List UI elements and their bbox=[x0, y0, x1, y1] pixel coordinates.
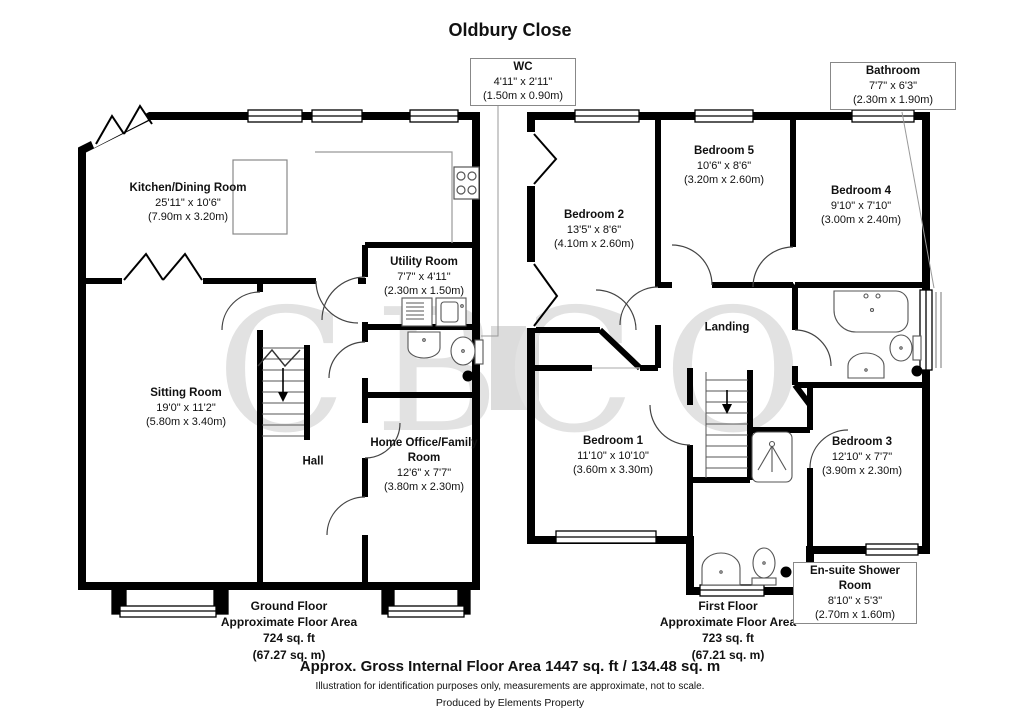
gf-door-arcs bbox=[221, 276, 401, 536]
ground-floor-plan bbox=[78, 102, 499, 618]
home-office-dims-m: (3.80m x 2.30m) bbox=[383, 480, 465, 493]
ff-summary-floor: First Floor bbox=[698, 599, 758, 613]
utility-dims-ft: 7'7" x 4'11" bbox=[397, 271, 451, 284]
ff-ensuite-dot bbox=[780, 566, 792, 578]
total-floor-area: Approx. Gross Internal Floor Area 1447 s… bbox=[299, 658, 721, 675]
bedroom1-dims-m: (3.60m x 3.30m) bbox=[572, 464, 654, 477]
producer-credit: Produced by Elements Property bbox=[435, 697, 585, 709]
bedroom4-dims-ft: 9'10" x 7'10" bbox=[830, 200, 892, 213]
bathroom-label-box: Bathroom 7'7" x 6'3" (2.30m x 1.90m) bbox=[830, 62, 956, 110]
home-office-label: Home Office/Family Room 12'6" x 7'7" (3.… bbox=[368, 436, 480, 494]
utility-name: Utility Room bbox=[390, 256, 458, 269]
sitting-room-label: Sitting Room 19'0" x 11'2" (5.80m x 3.40… bbox=[116, 386, 256, 430]
dining-table-icon bbox=[232, 159, 288, 235]
bathroom-leader-line bbox=[901, 111, 935, 289]
kitchen-counter bbox=[315, 151, 453, 243]
bathroom-name: Bathroom bbox=[865, 65, 921, 77]
first-floor-summary: First Floor Approximate Floor Area 723 s… bbox=[613, 598, 843, 663]
ff-bed2-bays bbox=[526, 132, 559, 328]
bedroom1-dims-ft: 11'10" x 10'10" bbox=[577, 450, 649, 463]
sitting-room-dims-m: (5.80m x 3.40m) bbox=[145, 416, 227, 429]
gf-summary-sqm: (67.27 sq. m) bbox=[252, 647, 326, 662]
disclaimer-text: Illustration for identification purposes… bbox=[315, 681, 705, 692]
ff-bathroom-dot bbox=[911, 365, 923, 377]
ensuite-label-box: En-suite Shower Room 8'10" x 5'3" (2.70m… bbox=[793, 562, 917, 625]
home-office-dims-ft: 12'6" x 7'7" bbox=[396, 466, 452, 479]
bedroom5-dims-ft: 10'6" x 8'6" bbox=[696, 160, 752, 173]
gf-summary-sqft: 724 sq. ft bbox=[262, 631, 316, 646]
bathroom-toilet-icon bbox=[889, 334, 922, 362]
bedroom5-dims-m: (3.20m x 2.60m) bbox=[683, 174, 765, 187]
landing-label: Landing bbox=[687, 321, 767, 336]
wc-name: WC bbox=[513, 61, 533, 73]
ensuite-toilet-icon bbox=[751, 547, 777, 586]
shower-icon bbox=[751, 431, 793, 483]
wc-leader-line bbox=[481, 102, 499, 337]
bath-icon bbox=[833, 290, 909, 333]
bathroom-sink-icon bbox=[847, 352, 885, 379]
utility-label: Utility Room 7'7" x 4'11" (2.30m x 1.50m… bbox=[362, 255, 487, 299]
wc-dims-m: (1.50m x 0.90m) bbox=[482, 90, 564, 103]
bedroom4-name: Bedroom 4 bbox=[830, 185, 892, 198]
bedroom1-label: Bedroom 1 11'10" x 10'10" (3.60m x 3.30m… bbox=[538, 434, 688, 478]
gf-french-door-top bbox=[88, 104, 153, 148]
bedroom3-dims-ft: 12'10" x 7'7" bbox=[831, 451, 893, 464]
bedroom5-name: Bedroom 5 bbox=[693, 145, 755, 158]
gf-dot bbox=[462, 370, 474, 382]
bedroom2-name: Bedroom 2 bbox=[563, 209, 625, 222]
bedroom1-name: Bedroom 1 bbox=[582, 435, 644, 448]
bathroom-dims-m: (2.30m x 1.90m) bbox=[852, 94, 934, 107]
bedroom2-dims-m: (4.10m x 2.60m) bbox=[553, 238, 635, 251]
gf-summary-floor: Ground Floor bbox=[250, 599, 328, 613]
sitting-room-dims-ft: 19'0" x 11'2" bbox=[156, 402, 216, 415]
washing-machine-icon bbox=[401, 297, 433, 327]
home-office-name: Home Office/Family Room bbox=[370, 436, 478, 464]
ensuite-dims-ft: 8'10" x 5'3" bbox=[827, 594, 883, 607]
wc-label-box: WC 4'11" x 2'11" (1.50m x 0.90m) bbox=[470, 58, 576, 106]
kitchen-dims-ft: 25'11" x 10'6" bbox=[155, 197, 221, 210]
hall-label: Hall bbox=[283, 455, 343, 470]
bedroom3-dims-m: (3.90m x 2.30m) bbox=[821, 465, 903, 478]
sitting-room-name: Sitting Room bbox=[150, 387, 222, 400]
page-title: Oldbury Close bbox=[448, 20, 572, 40]
gf-summary-label: Approximate Floor Area bbox=[220, 615, 358, 630]
hob-icon bbox=[453, 166, 480, 200]
kitchen-name: Kitchen/Dining Room bbox=[129, 182, 247, 195]
gf-bay-window-sitting bbox=[111, 583, 229, 618]
utility-sink-icon bbox=[435, 297, 467, 327]
kitchen-label: Kitchen/Dining Room 25'11" x 10'6" (7.90… bbox=[128, 181, 248, 225]
ff-door-arcs bbox=[592, 244, 849, 469]
bedroom2-label: Bedroom 2 13'5" x 8'6" (4.10m x 2.60m) bbox=[529, 208, 659, 252]
gf-stairs-icon bbox=[257, 347, 304, 437]
wc-sink-icon bbox=[407, 331, 441, 359]
ff-stairs-icon bbox=[705, 372, 748, 478]
bedroom3-name: Bedroom 3 bbox=[831, 436, 893, 449]
bedroom5-label: Bedroom 5 10'6" x 8'6" (3.20m x 2.60m) bbox=[654, 144, 794, 188]
bedroom3-label: Bedroom 3 12'10" x 7'7" (3.90m x 2.30m) bbox=[792, 435, 932, 479]
ff-summary-sqm: (67.21 sq. m) bbox=[691, 647, 765, 662]
ensuite-name: En-suite Shower Room bbox=[809, 565, 901, 592]
ensuite-dims-m: (2.70m x 1.60m) bbox=[814, 609, 896, 622]
wc-toilet-icon bbox=[450, 336, 484, 366]
gf-french-door-middle bbox=[123, 252, 203, 281]
bathroom-dims-ft: 7'7" x 6'3" bbox=[868, 79, 918, 92]
utility-dims-m: (2.30m x 1.50m) bbox=[383, 285, 465, 298]
ensuite-sink-icon bbox=[701, 552, 741, 586]
bedroom2-dims-ft: 13'5" x 8'6" bbox=[566, 224, 622, 237]
bedroom4-dims-m: (3.00m x 2.40m) bbox=[820, 214, 902, 227]
wc-dims-ft: 4'11" x 2'11" bbox=[493, 75, 553, 88]
hall-name: Hall bbox=[302, 455, 324, 468]
gf-internal-walls bbox=[82, 242, 476, 586]
kitchen-dims-m: (7.90m x 3.20m) bbox=[147, 211, 229, 224]
landing-name: Landing bbox=[704, 321, 750, 334]
ff-summary-label: Approximate Floor Area bbox=[659, 615, 797, 630]
bedroom4-label: Bedroom 4 9'10" x 7'10" (3.00m x 2.40m) bbox=[791, 184, 931, 228]
ff-windows bbox=[555, 109, 942, 597]
ff-internal-walls bbox=[531, 116, 926, 550]
ground-floor-summary: Ground Floor Approximate Floor Area 724 … bbox=[174, 598, 404, 663]
gf-windows bbox=[247, 109, 459, 123]
ff-summary-sqft: 723 sq. ft bbox=[701, 631, 755, 646]
gf-bay-window-office bbox=[381, 583, 471, 618]
